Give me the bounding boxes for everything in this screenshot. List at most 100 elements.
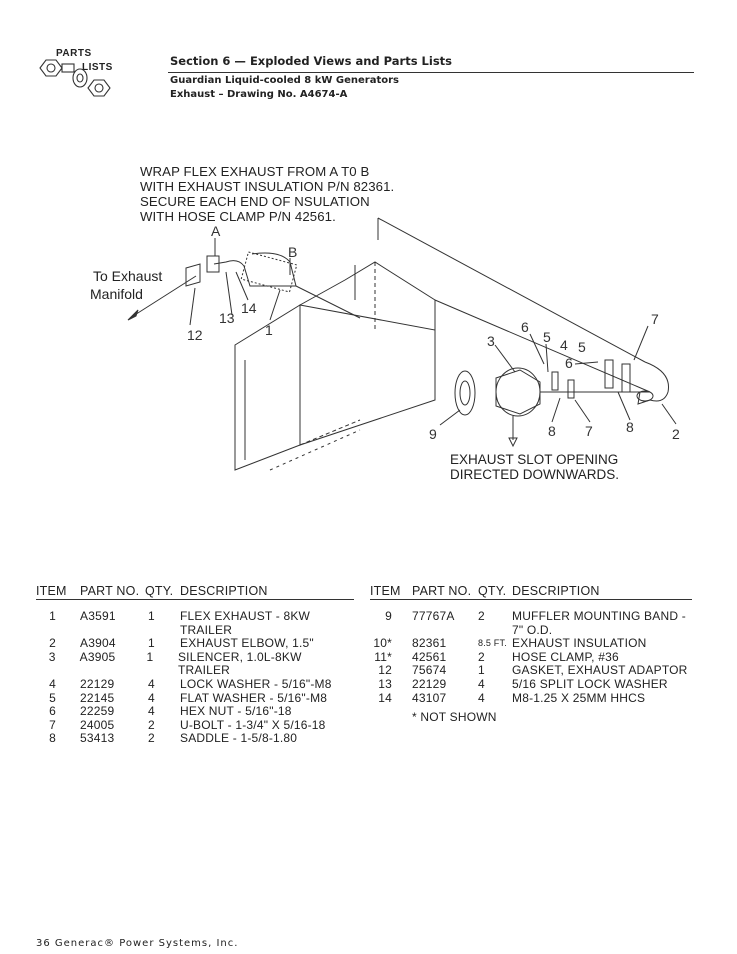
- table-row: 9 77767A 2 MUFFLER MOUNTING BAND -7" O.D…: [370, 609, 692, 637]
- row-item: 13: [378, 676, 392, 691]
- table-row: 13 22129 4 5/16 SPLIT LOCK WASHER: [370, 676, 692, 692]
- table-row: 3 A3905 1 SILENCER, 1.0L-8KW TRAILER: [36, 649, 354, 678]
- row-desc: SILENCER, 1.0L-8KW TRAILER: [177, 649, 302, 678]
- to-exhaust-label: To Exhaust: [93, 268, 163, 284]
- table-row: 14 43107 4 M8-1.25 X 25MM HHCS: [370, 690, 692, 706]
- row-desc: EXHAUST ELBOW, 1.5": [180, 636, 314, 651]
- callout-6b: 6: [565, 355, 573, 371]
- callout-2: 2: [672, 426, 680, 442]
- row-desc: SADDLE - 1-5/8-1.80: [180, 731, 298, 746]
- row-desc: EXHAUST INSULATION: [512, 636, 647, 651]
- row-qty: 8.5 FT.: [478, 638, 507, 649]
- row-desc: M8-1.25 X 25MM HHCS: [512, 690, 646, 705]
- row-qty: 4: [478, 690, 485, 705]
- row-item: 2: [49, 636, 56, 651]
- row-item: 12: [378, 663, 392, 678]
- row-part: 42561: [412, 649, 447, 664]
- row-part: 75674: [412, 663, 447, 678]
- callout-12: 12: [187, 327, 203, 343]
- slot-note-line-2: DIRECTED DOWNWARDS.: [450, 467, 619, 482]
- row-qty: 4: [148, 690, 155, 705]
- table-row: 4 22129 4 LOCK WASHER - 5/16"-M8: [36, 676, 354, 692]
- table-row: 10* 82361 8.5 FT. EXHAUST INSULATION: [370, 637, 692, 651]
- not-shown-footnote: * NOT SHOWN: [412, 710, 497, 725]
- manifold-label: Manifold: [90, 286, 143, 302]
- row-item: 14: [378, 690, 392, 705]
- row-item: 5: [49, 690, 56, 705]
- callout-7a: 7: [651, 311, 659, 327]
- note-line-1: WRAP FLEX EXHAUST FROM A T0 B: [140, 164, 370, 179]
- drawing-subtitle-number: Exhaust – Drawing No. A4674-A: [170, 89, 348, 100]
- row-item: 1: [49, 609, 56, 623]
- callout-7b: 7: [585, 423, 593, 439]
- left-header-item: ITEM: [36, 584, 67, 598]
- row-part: 22129: [412, 676, 447, 691]
- row-part: 82361: [412, 636, 447, 651]
- drawing-subtitle-model: Guardian Liquid-cooled 8 kW Generators: [170, 75, 399, 86]
- note-line-3: SECURE EACH END OF NSULATION: [140, 194, 370, 209]
- left-header-part: PART NO.: [80, 584, 140, 598]
- row-part: 24005: [80, 717, 115, 732]
- row-item: 4: [49, 676, 56, 691]
- row-desc: GASKET, EXHAUST ADAPTOR: [512, 663, 688, 678]
- table-row: 6 22259 4 HEX NUT - 5/16"-18: [36, 705, 354, 719]
- callout-4: 4: [560, 337, 568, 353]
- row-desc: U-BOLT - 1-3/4" X 5/16-18: [180, 717, 326, 732]
- row-qty: 4: [478, 676, 485, 691]
- callout-b: B: [288, 244, 297, 260]
- row-qty: 2: [148, 717, 155, 732]
- logo-parts-text: PARTS: [56, 48, 92, 59]
- table-row: 11* 42561 2 HOSE CLAMP, #36: [370, 649, 692, 665]
- callout-3: 3: [487, 333, 495, 349]
- row-desc: MUFFLER MOUNTING BAND -7" O.D.: [512, 609, 686, 637]
- row-qty: 1: [148, 609, 155, 623]
- row-part: 22145: [80, 690, 115, 705]
- row-part: A3905: [79, 649, 116, 664]
- parts-lists-logo: [39, 59, 111, 97]
- slot-note-line-1: EXHAUST SLOT OPENING: [450, 452, 619, 467]
- table-row: 5 22145 4 FLAT WASHER - 5/16"-M8: [36, 690, 354, 706]
- callout-14: 14: [241, 300, 257, 316]
- right-header-part: PART NO.: [412, 584, 472, 598]
- right-header-desc: DESCRIPTION: [512, 584, 600, 598]
- header-rule: [168, 72, 694, 73]
- exhaust-elbow: [637, 361, 670, 405]
- note-line-2: WITH EXHAUST INSULATION P/N 82361.: [140, 179, 395, 194]
- callout-1: 1: [265, 322, 273, 338]
- callout-9: 9: [429, 426, 437, 442]
- table-row: 12 75674 1 GASKET, EXHAUST ADAPTOR: [370, 664, 692, 678]
- row-qty: 2: [478, 609, 485, 623]
- row-part: A3904: [80, 636, 116, 651]
- row-desc: HOSE CLAMP, #36: [512, 649, 619, 664]
- left-header-rule: [36, 599, 354, 600]
- row-item: 3: [48, 649, 56, 664]
- row-qty: 1: [148, 636, 155, 651]
- muffler-band: [454, 370, 476, 416]
- row-part: 22129: [80, 676, 115, 691]
- right-parts-table: 9 77767A 2 MUFFLER MOUNTING BAND -7" O.D…: [370, 609, 692, 725]
- row-qty: 1: [478, 663, 485, 678]
- callout-6a: 6: [521, 319, 529, 335]
- table-row: 2 A3904 1 EXHAUST ELBOW, 1.5": [36, 637, 354, 651]
- row-qty: 4: [148, 704, 155, 719]
- row-item: 6: [49, 704, 56, 719]
- note-line-4: WITH HOSE CLAMP P/N 42561.: [140, 209, 336, 224]
- row-item: 11*: [374, 649, 392, 664]
- callout-8b: 8: [626, 419, 634, 435]
- callout-8a: 8: [548, 423, 556, 439]
- row-qty: 4: [148, 676, 155, 691]
- right-header-rule: [370, 599, 692, 600]
- row-qty: 2: [148, 731, 155, 746]
- callout-5b: 5: [578, 339, 586, 355]
- row-item: 9: [385, 609, 392, 623]
- table-row: 7 24005 2 U-BOLT - 1-3/4" X 5/16-18: [36, 717, 354, 733]
- row-item: 7: [49, 717, 56, 732]
- row-part: 22259: [80, 704, 115, 719]
- left-header-qty: QTY.: [145, 584, 174, 598]
- row-desc: HEX NUT - 5/16"-18: [180, 704, 292, 719]
- row-part: 77767A: [412, 609, 455, 623]
- row-desc: FLAT WASHER - 5/16"-M8: [180, 690, 328, 705]
